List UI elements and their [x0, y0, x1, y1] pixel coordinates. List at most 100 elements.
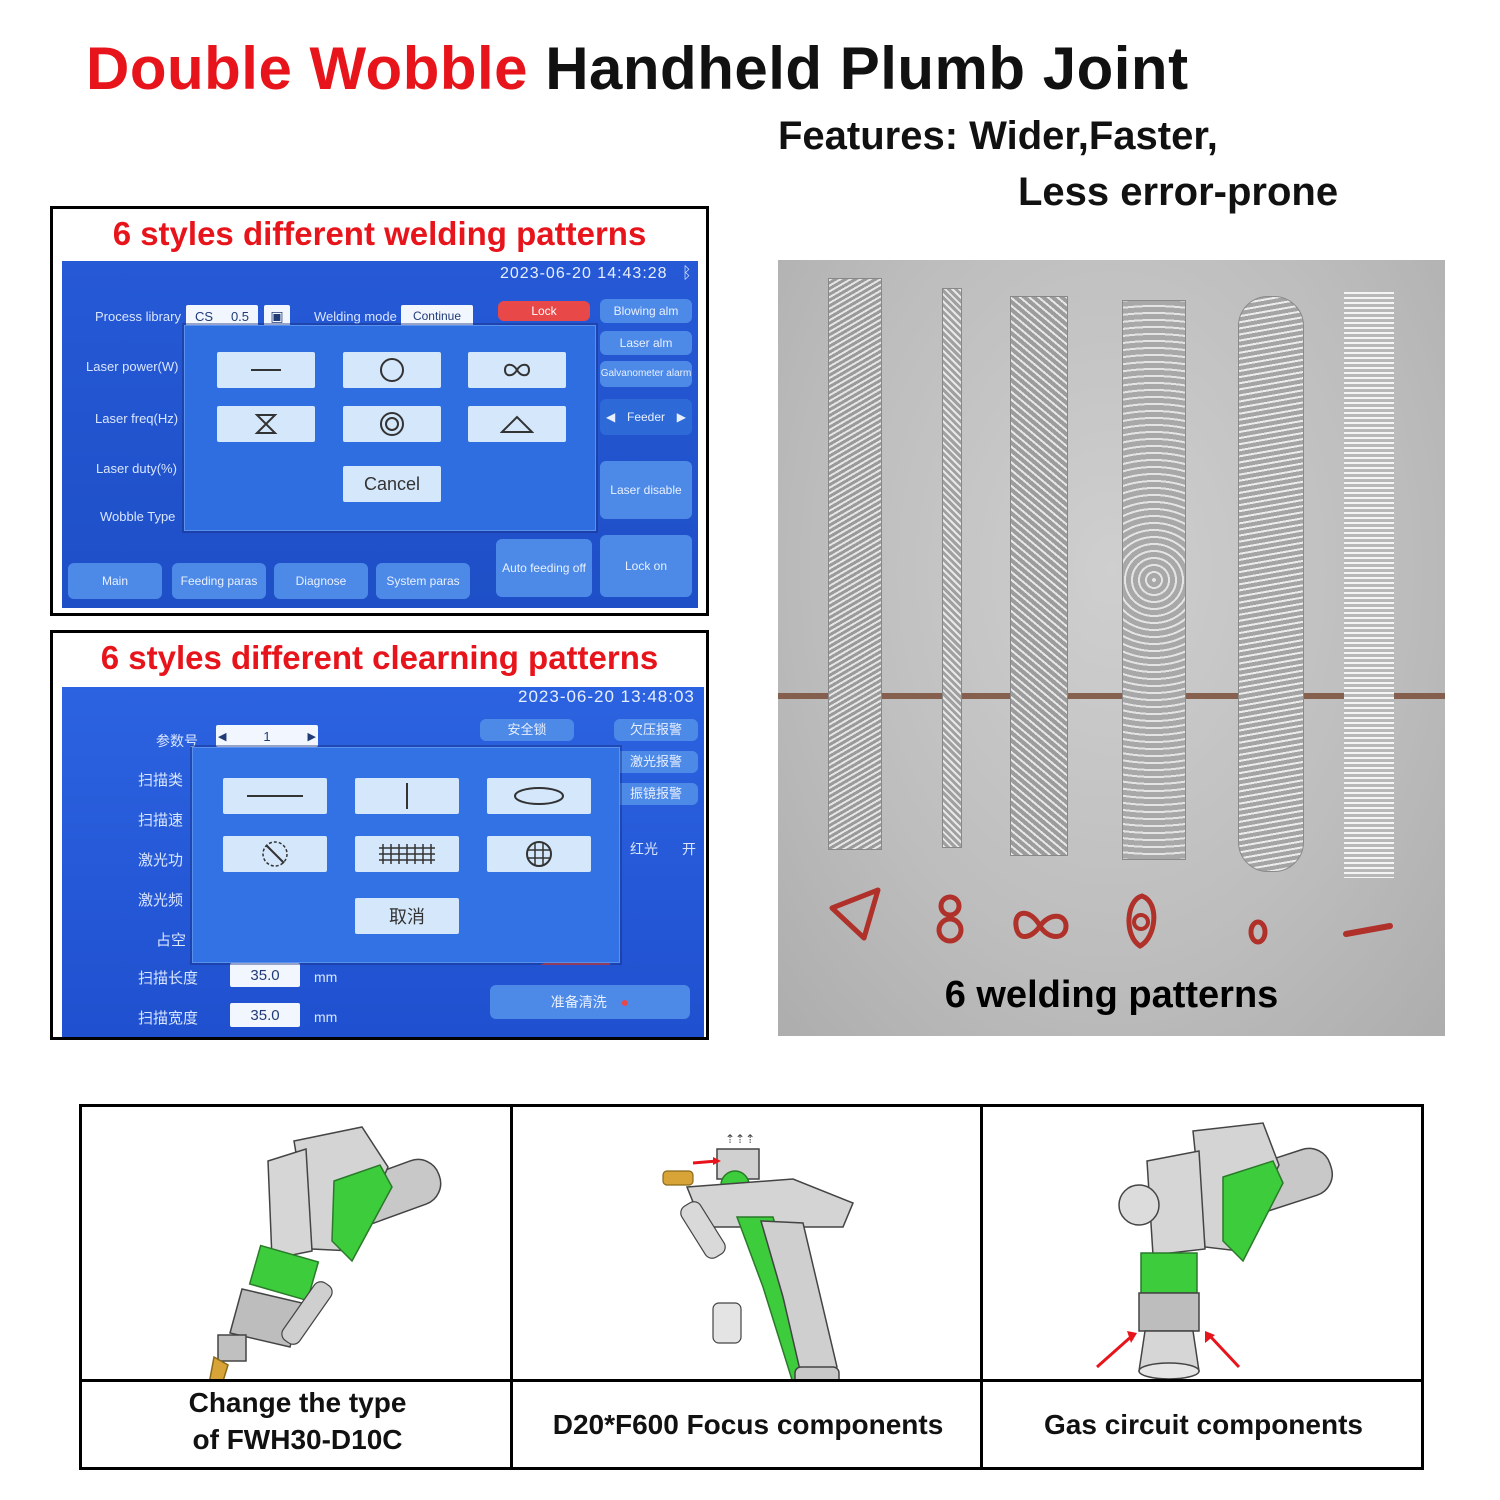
pattern-symbols [829, 887, 1393, 949]
line-icon [251, 369, 281, 371]
cleaning-patterns-panel: 6 styles different clearning patterns 20… [50, 630, 709, 1040]
title-rest: Handheld Plumb Joint [545, 35, 1189, 102]
weld-bead-line [1344, 292, 1394, 878]
photo-caption: 6 welding patterns [944, 974, 1279, 1016]
cleaning-screen: 2023-06-20 13:48:03 参数号 ◀ 1 ▶ 扫描类 扫描速 激光… [62, 687, 704, 1037]
hourglass-icon [254, 414, 278, 434]
grid-circle-icon [526, 841, 552, 867]
diagonal-circle-icon [262, 841, 288, 867]
tab-diagnose[interactable]: Diagnose [274, 563, 368, 599]
scan-length-label: 扫描长度 [138, 970, 199, 987]
laser-power-label: Laser power(W) [86, 359, 179, 374]
param-number-stepper[interactable]: ◀ 1 ▶ [216, 725, 318, 747]
param-next-icon[interactable]: ▶ [307, 730, 316, 743]
welding-patterns-panel: 6 styles different welding patterns 2023… [50, 206, 709, 616]
welding-screen: 2023-06-20 14:43:28 ᛒ Process library CS… [62, 261, 698, 608]
tab-system-paras[interactable]: System paras [376, 563, 470, 599]
pattern-vline-button[interactable] [355, 778, 459, 814]
tab-feeding-paras[interactable]: Feeding paras [172, 563, 266, 599]
pattern-infinity-button[interactable] [468, 352, 566, 388]
svg-text:⇡⇡⇡: ⇡⇡⇡ [725, 1132, 755, 1146]
pattern-grid-circle-button[interactable] [487, 836, 591, 872]
process-library-field[interactable]: CS 0.5 [186, 305, 258, 327]
laser-alarm-button[interactable]: Laser alm [600, 331, 692, 355]
save-icon[interactable]: ▣ [264, 305, 290, 327]
red-light-label: 红光 [630, 841, 658, 857]
duty-label-cn: 占空 [156, 932, 187, 949]
ready-clean-button[interactable]: 准备清洗 ● [490, 985, 690, 1019]
cleaning-pattern-modal: 取消 [192, 747, 620, 963]
triangle-icon [500, 415, 534, 433]
pattern-diagonal-circle-button[interactable] [223, 836, 327, 872]
laser-freq-label: Laser freq(Hz) [95, 411, 179, 426]
scan-width-unit: mm [314, 1009, 338, 1025]
cleaning-cancel-button[interactable]: 取消 [355, 898, 459, 934]
param-prev-icon[interactable]: ◀ [218, 730, 227, 743]
safety-lock-button[interactable]: 安全锁 [480, 719, 574, 741]
scan-width-label: 扫描宽度 [138, 1010, 199, 1027]
circle-icon [380, 358, 404, 382]
welding-cancel-button[interactable]: Cancel [343, 466, 441, 502]
pattern-grid-lines-button[interactable] [355, 836, 459, 872]
feeder-label: Feeder [626, 409, 666, 424]
title-highlight: Double Wobble [86, 35, 529, 102]
vline-icon [406, 783, 408, 809]
wobble-pattern-modal: Cancel [184, 325, 596, 531]
drawn-infinity-icon [1013, 910, 1069, 939]
grid-lines-icon [379, 844, 435, 864]
drawn-double-circle-icon [1126, 893, 1157, 949]
focus-component-illustration: ⇡⇡⇡ [662, 1132, 854, 1379]
hline-icon [247, 795, 303, 797]
red-light-state[interactable]: 开 [682, 841, 696, 857]
laser-alarm-button-cn[interactable]: 激光报警 [614, 751, 698, 773]
double-circle-icon [380, 412, 404, 436]
welding-datetime: 2023-06-20 14:43:28 [500, 265, 668, 282]
weld-bead-double-circle [1122, 300, 1186, 860]
component-cell-2 [513, 1107, 983, 1470]
process-library-label: Process library [95, 309, 181, 324]
welding-mode-label: Welding mode [314, 309, 397, 324]
scan-speed-label: 扫描速 [138, 812, 184, 829]
undervoltage-alarm-button[interactable]: 欠压报警 [614, 719, 698, 741]
lock-button[interactable]: Lock [498, 301, 590, 321]
pattern-circle-button[interactable] [343, 352, 441, 388]
component-label-2: D20*F600 Focus components [552, 1409, 944, 1440]
plate-seam [778, 693, 1445, 699]
blowing-alarm-button[interactable]: Blowing alm [600, 299, 692, 323]
pattern-ellipse-button[interactable] [487, 778, 591, 814]
feeder-control[interactable]: ◀ Feeder ▶ [600, 399, 692, 435]
pattern-hourglass-button[interactable] [217, 406, 315, 442]
pattern-double-circle-button[interactable] [343, 406, 441, 442]
welding-mode-field[interactable]: Continue [401, 305, 473, 327]
scan-type-label: 扫描类 [138, 772, 184, 789]
component-label-3: Gas circuit components [1044, 1409, 1363, 1440]
cleaning-datetime: 2023-06-20 13:48:03 [518, 687, 695, 706]
pattern-line-button[interactable] [217, 352, 315, 388]
table-row-divider [82, 1379, 1421, 1382]
laser-disable-button[interactable]: Laser disable [600, 461, 692, 519]
page-title: Double Wobble Handheld Plumb Joint [86, 34, 1189, 103]
galvo-alarm-button[interactable]: 振镜报警 [614, 783, 698, 805]
feeder-prev-icon[interactable]: ◀ [606, 409, 616, 424]
torch-fwh30-illustration [209, 1126, 442, 1379]
laser-power-label-cn: 激光功 [138, 852, 184, 869]
pattern-hline-button[interactable] [223, 778, 327, 814]
component-label-1: Change the type of FWH30-D10C [82, 1383, 513, 1459]
weld-bead-circle [1238, 296, 1304, 872]
pattern-triangle-button[interactable] [468, 406, 566, 442]
feeder-next-icon[interactable]: ▶ [676, 409, 686, 424]
auto-feeding-off-button[interactable]: Auto feeding off [496, 539, 592, 597]
scan-length-field[interactable]: 35.0 [230, 963, 300, 987]
welding-samples-photo: 6 welding patterns [778, 260, 1445, 1036]
welding-panel-title: 6 styles different welding patterns [112, 215, 647, 252]
scan-width-field[interactable]: 35.0 [230, 1003, 300, 1027]
tab-main[interactable]: Main [68, 563, 162, 599]
wobble-type-label: Wobble Type [100, 509, 176, 524]
laser-freq-label-cn: 激光频 [138, 892, 184, 909]
lock-on-button[interactable]: Lock on [600, 535, 692, 597]
galvanometer-alarm-button[interactable]: Galvanometer alarm [600, 361, 692, 387]
scan-length-unit: mm [314, 969, 338, 985]
components-table: ⇡⇡⇡ [79, 1104, 1424, 1470]
component-label-1-line1: Change the type [188, 1387, 407, 1418]
param-number-label: 参数号 [156, 733, 198, 749]
